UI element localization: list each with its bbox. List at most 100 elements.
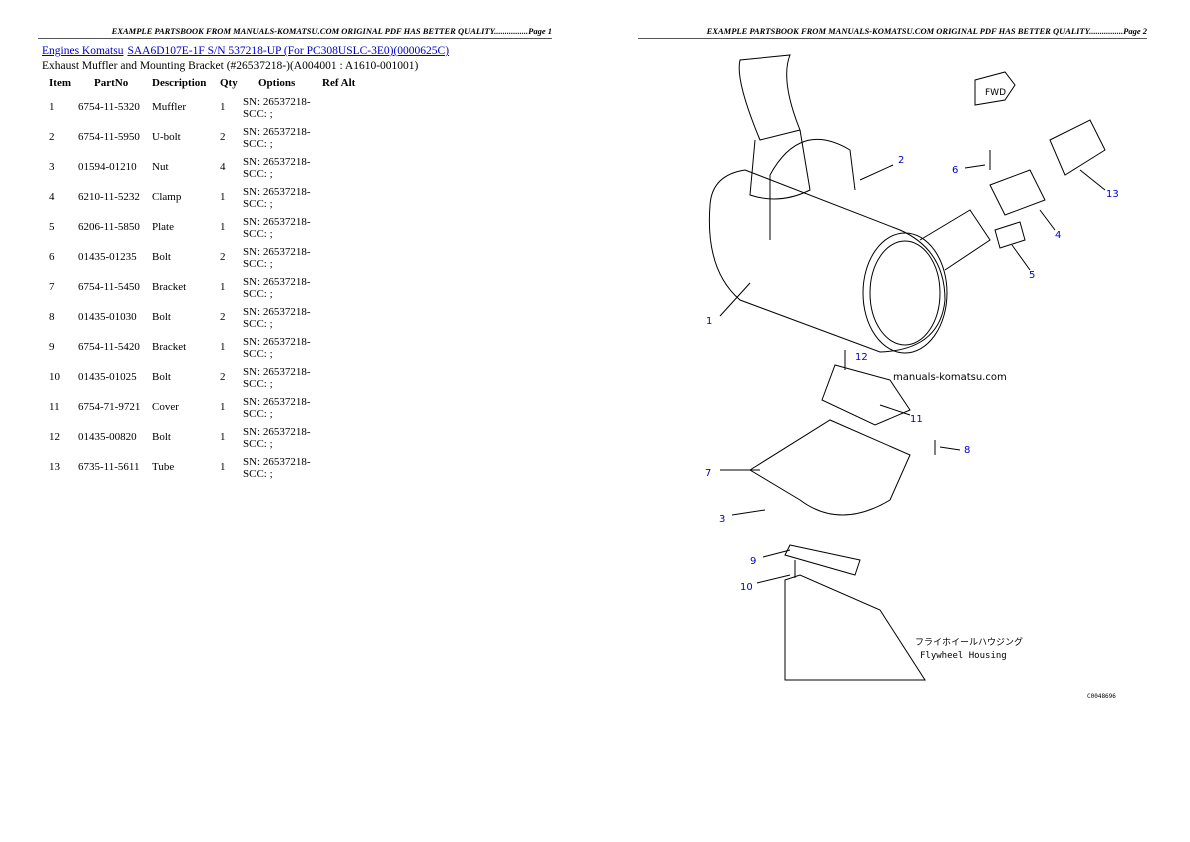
cell-qty: 1: [220, 461, 226, 473]
cell-options: SCC: ;: [243, 258, 273, 270]
cell-qty: 1: [220, 221, 226, 233]
cell-part: 01594-01210: [78, 161, 137, 173]
cell-options: SN: 26537218-: [243, 396, 311, 408]
cell-qty: 2: [220, 131, 226, 143]
cell-part: 6754-11-5420: [78, 341, 140, 353]
breadcrumb-link-engines[interactable]: Engines Komatsu: [42, 45, 124, 57]
cell-options: SN: 26537218-: [243, 126, 311, 138]
cell-desc: Bolt: [152, 251, 171, 263]
cell-part: 01435-01025: [78, 371, 137, 383]
cell-item: 10: [49, 371, 60, 383]
cell-options: SCC: ;: [243, 198, 273, 210]
cell-options: SN: 26537218-: [243, 336, 311, 348]
cell-qty: 1: [220, 281, 226, 293]
column-header: Qty: [220, 77, 238, 89]
cell-options: SCC: ;: [243, 468, 273, 480]
cell-options: SCC: ;: [243, 288, 273, 300]
callout-6: 6: [952, 165, 958, 176]
cell-qty: 2: [220, 371, 226, 383]
cell-desc: Cover: [152, 401, 179, 413]
cell-desc: Nut: [152, 161, 169, 173]
callout-5: 5: [1029, 270, 1035, 281]
cell-item: 4: [49, 191, 55, 203]
cell-options: SN: 26537218-: [243, 306, 311, 318]
cell-desc: Bolt: [152, 431, 171, 443]
cell-qty: 1: [220, 101, 226, 113]
cell-desc: Bracket: [152, 341, 187, 353]
cell-part: 6754-11-5450: [78, 281, 140, 293]
page2-header: EXAMPLE PARTSBOOK FROM MANUALS-KOMATSU.C…: [638, 26, 1147, 39]
callout-3: 3: [719, 514, 725, 525]
cell-options: SCC: ;: [243, 438, 273, 450]
cell-options: SN: 26537218-: [243, 366, 311, 378]
cell-item: 2: [49, 131, 55, 143]
cell-options: SN: 26537218-: [243, 426, 311, 438]
cell-desc: Bolt: [152, 371, 171, 383]
flywheel-label: Flywheel Housing: [920, 651, 1007, 661]
cell-options: SN: 26537218-: [243, 456, 311, 468]
cell-options: SCC: ;: [243, 378, 273, 390]
page-title: Exhaust Muffler and Mounting Bracket (#2…: [42, 60, 419, 72]
cell-item: 13: [49, 461, 60, 473]
cell-desc: Plate: [152, 221, 174, 233]
cell-qty: 1: [220, 341, 226, 353]
watermark: manuals-komatsu.com: [893, 372, 1007, 383]
cell-options: SN: 26537218-: [243, 156, 311, 168]
callout-2: 2: [898, 155, 904, 166]
cell-qty: 1: [220, 431, 226, 443]
jp-label: フライホイールハウジング: [915, 636, 1023, 648]
cell-options: SCC: ;: [243, 408, 273, 420]
muffler-drawing: [708, 54, 1106, 681]
cell-part: 6206-11-5850: [78, 221, 140, 233]
cell-options: SCC: ;: [243, 168, 273, 180]
column-header: PartNo: [94, 77, 129, 89]
callout-10: 10: [740, 582, 753, 593]
cell-item: 9: [49, 341, 55, 353]
cell-options: SN: 26537218-: [243, 246, 311, 258]
cell-desc: Bracket: [152, 281, 187, 293]
breadcrumb-link-model[interactable]: SAA6D107E-1F S/N 537218-UP (For PC308USL…: [127, 45, 450, 57]
cell-part: 01435-01235: [78, 251, 137, 263]
cell-part: 01435-01030: [78, 311, 137, 323]
cell-qty: 4: [220, 161, 226, 173]
cell-item: 3: [49, 161, 55, 173]
callout-4: 4: [1055, 230, 1061, 241]
cell-qty: 1: [220, 401, 226, 413]
cell-desc: Tube: [152, 461, 175, 473]
cell-options: SCC: ;: [243, 108, 273, 120]
cell-item: 12: [49, 431, 60, 443]
cell-options: SN: 26537218-: [243, 216, 311, 228]
callout-11: 11: [910, 414, 923, 425]
callout-1: 1: [706, 316, 712, 327]
column-header: Item: [49, 77, 71, 89]
cell-part: 6754-11-5320: [78, 101, 140, 113]
column-header: Options: [258, 77, 296, 89]
cell-options: SN: 26537218-: [243, 276, 311, 288]
cell-options: SCC: ;: [243, 138, 273, 150]
cell-part: 6210-11-5232: [78, 191, 140, 203]
cell-desc: Muffler: [152, 101, 187, 113]
cell-options: SCC: ;: [243, 228, 273, 240]
cell-desc: Bolt: [152, 311, 171, 323]
cell-qty: 2: [220, 251, 226, 263]
cell-item: 8: [49, 311, 55, 323]
cell-item: 1: [49, 101, 55, 113]
column-header: Ref Alt: [322, 77, 356, 89]
cell-options: SCC: ;: [243, 318, 273, 330]
cell-item: 5: [49, 221, 55, 233]
cell-desc: Clamp: [152, 191, 182, 203]
cell-qty: 1: [220, 191, 226, 203]
cell-qty: 2: [220, 311, 226, 323]
cell-part: 6754-11-5950: [78, 131, 140, 143]
column-header: Description: [152, 77, 207, 89]
cell-options: SN: 26537218-: [243, 186, 311, 198]
callout-8: 8: [964, 445, 970, 456]
cell-desc: U-bolt: [152, 131, 181, 143]
cell-part: 6735-11-5611: [78, 461, 140, 473]
cell-part: 01435-00820: [78, 431, 137, 443]
cell-options: SN: 26537218-: [243, 96, 311, 108]
cell-part: 6754-71-9721: [78, 401, 141, 413]
callout-12: 12: [855, 352, 868, 363]
